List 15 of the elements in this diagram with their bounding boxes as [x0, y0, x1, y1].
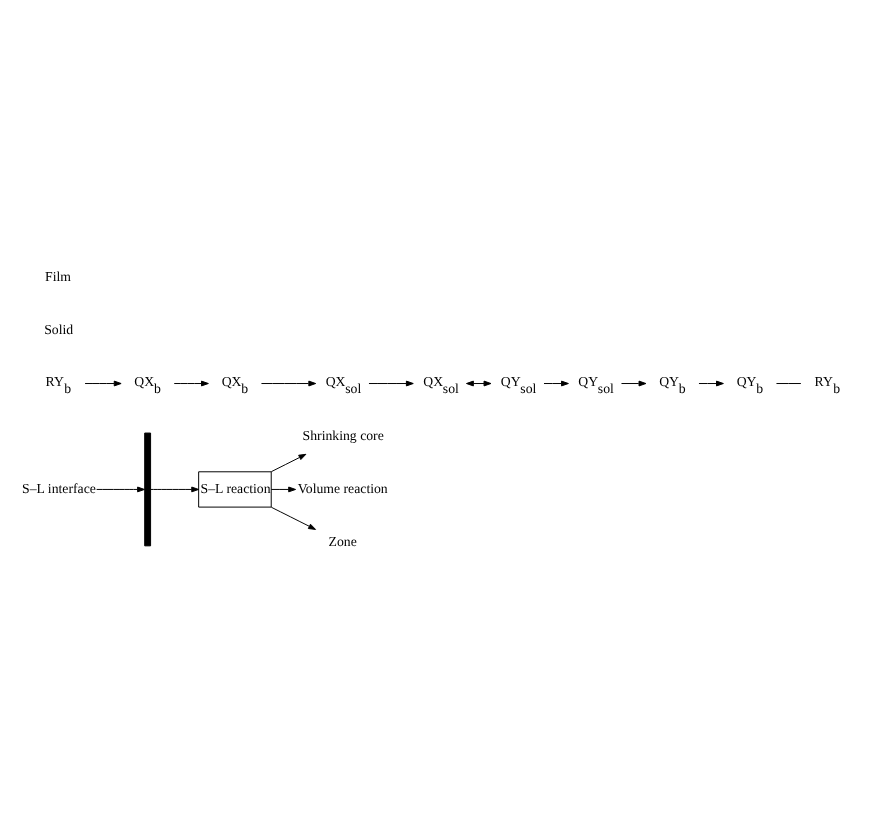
arrow	[543, 379, 569, 386]
arrow	[621, 379, 647, 386]
arrow	[698, 379, 724, 386]
arrow	[466, 379, 492, 386]
arrow	[150, 485, 200, 492]
arrow	[270, 485, 297, 492]
arrow	[173, 379, 209, 386]
arrow	[260, 379, 317, 386]
arrow	[84, 379, 122, 386]
arrow	[270, 505, 317, 529]
arrow	[270, 452, 307, 472]
node-bar	[144, 431, 152, 546]
connector	[775, 382, 802, 383]
arrow	[96, 485, 145, 492]
arrow	[368, 379, 414, 386]
